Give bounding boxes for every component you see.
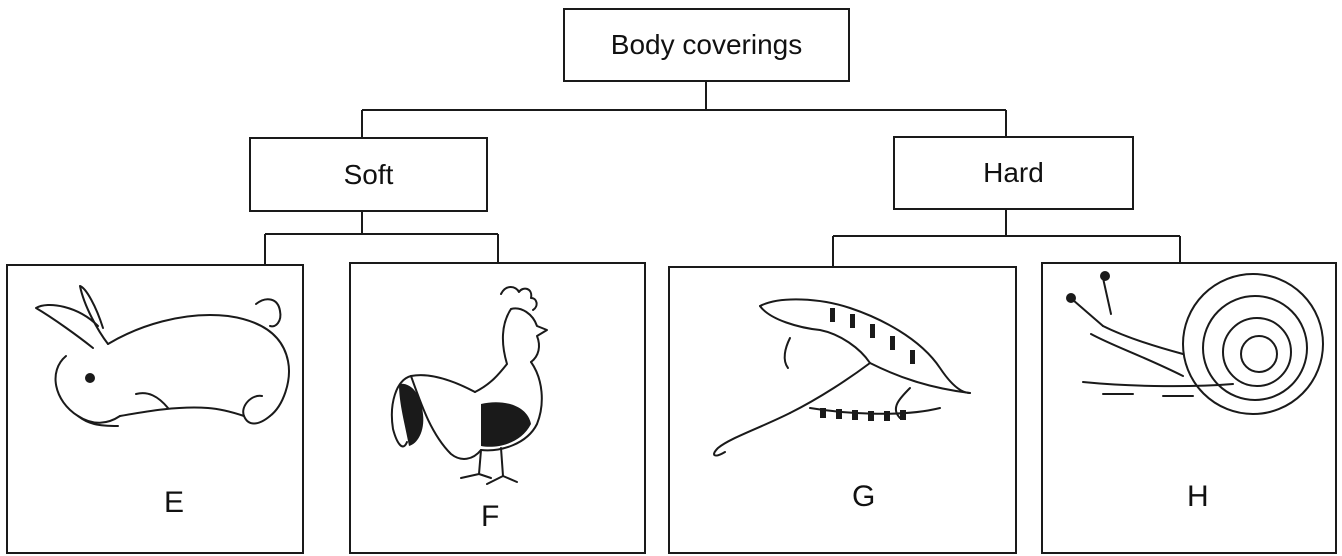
- animal-letter-g: G: [852, 480, 875, 514]
- category-node-soft: Soft: [249, 137, 488, 212]
- root-label: Body coverings: [611, 29, 802, 61]
- rooster-icon: [351, 264, 648, 556]
- category-label-hard: Hard: [983, 157, 1044, 189]
- animal-panel-f: F: [349, 262, 646, 554]
- rabbit-icon: [8, 266, 306, 556]
- category-node-hard: Hard: [893, 136, 1134, 210]
- animal-panel-g: G: [668, 266, 1017, 554]
- animal-letter-h: H: [1187, 480, 1209, 514]
- animal-panel-e: E: [6, 264, 304, 554]
- animal-letter-f: F: [481, 500, 499, 534]
- animal-panel-h: H: [1041, 262, 1337, 554]
- category-label-soft: Soft: [344, 159, 394, 191]
- animal-letter-e: E: [164, 486, 184, 520]
- lizard-icon: [670, 268, 1019, 556]
- root-node-body-coverings: Body coverings: [563, 8, 850, 82]
